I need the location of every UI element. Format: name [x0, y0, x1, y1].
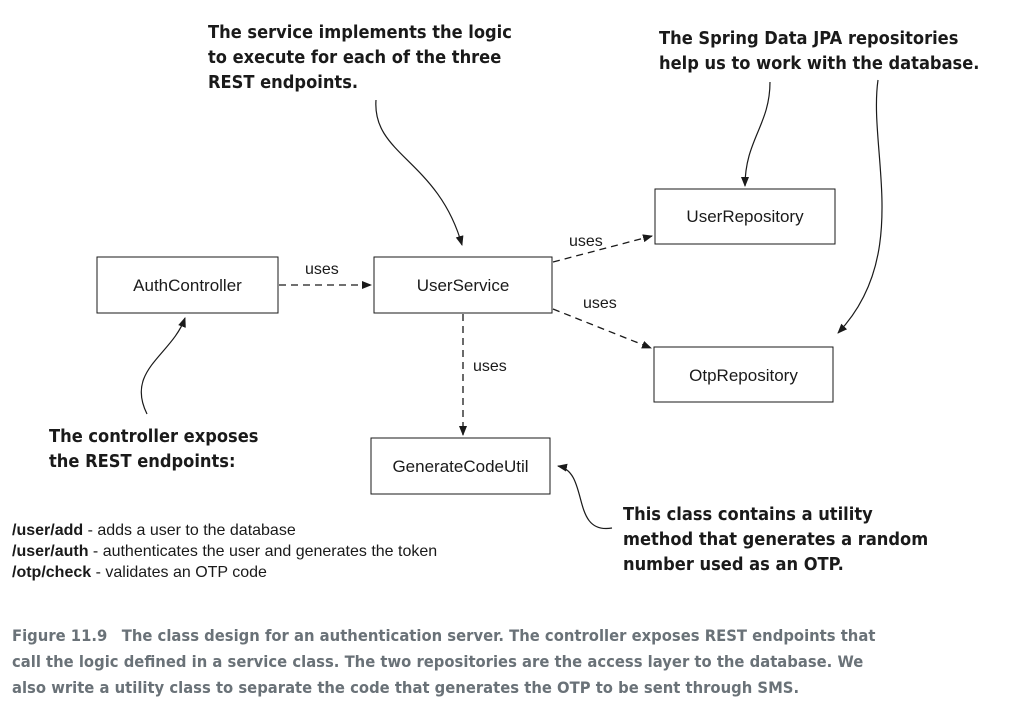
endpoint-description: - adds a user to the database — [83, 522, 296, 539]
edge-label-controller-to-service: uses — [305, 261, 339, 278]
node-user-service: UserService — [373, 256, 553, 314]
node-label-otp-repository: OtpRepository — [689, 366, 798, 385]
caption-text: The class design for an authentication s… — [121, 626, 876, 645]
node-user-repository: UserRepository — [654, 188, 836, 245]
node-label-auth-controller: AuthController — [133, 276, 242, 295]
endpoint-item: /user/auth - authenticates the user and … — [12, 541, 437, 562]
node-label-user-service: UserService — [417, 276, 510, 295]
annotation-repositories-line: help us to work with the database. — [659, 54, 980, 74]
endpoint-path: /user/auth — [12, 543, 89, 560]
caption-line: also write a utility class to separate t… — [12, 678, 800, 697]
annotation-service-line: The service implements the logic — [208, 23, 512, 43]
endpoint-description: - authenticates the user and generates t… — [88, 543, 438, 560]
edge-label-service-to-util: uses — [473, 358, 507, 375]
annotation-arrow-service — [375, 99, 464, 246]
annotation-arrow-controller — [140, 317, 186, 415]
node-generate-code-util: GenerateCodeUtil — [370, 437, 551, 495]
annotation-service-line: to execute for each of the three — [208, 48, 502, 68]
annotation-service: The service implements the logic to exec… — [208, 21, 512, 96]
endpoint-path: /user/add — [12, 522, 84, 539]
annotation-arrow-util — [557, 463, 613, 529]
annotation-controller: The controller exposes the REST endpoint… — [49, 425, 258, 475]
edge-label-service-to-otp-repo: uses — [583, 295, 617, 312]
node-label-generate-code-util: GenerateCodeUtil — [392, 457, 528, 476]
annotation-utility-line: method that generates a random — [623, 530, 929, 550]
node-otp-repository: OtpRepository — [653, 346, 834, 403]
annotation-arrow-user-repo — [741, 81, 771, 187]
annotation-utility: This class contains a utility method tha… — [623, 503, 928, 578]
endpoint-list: /user/add - adds a user to the database … — [12, 520, 437, 583]
endpoint-description: - validates an OTP code — [91, 564, 267, 581]
annotation-utility-line: This class contains a utility — [623, 505, 873, 525]
caption-line: call the logic defined in a service clas… — [12, 652, 864, 671]
figure-number: Figure 11.9 — [12, 626, 108, 645]
endpoint-item: /user/add - adds a user to the database — [12, 520, 437, 541]
node-auth-controller: AuthController — [96, 256, 279, 314]
annotation-service-line: REST endpoints. — [208, 73, 359, 93]
annotation-controller-line: the REST endpoints: — [49, 452, 236, 472]
caption-line: Figure 11.9 The class design for an auth… — [12, 623, 930, 649]
edge-service-to-user-repo — [552, 234, 653, 263]
endpoint-path: /otp/check — [12, 564, 92, 581]
edge-service-to-otp-repo — [552, 308, 652, 349]
edge-label-service-to-user-repo: uses — [569, 233, 603, 250]
endpoint-item: /otp/check - validates an OTP code — [12, 562, 437, 583]
figure-caption: Figure 11.9 The class design for an auth… — [12, 623, 1004, 701]
annotation-repositories-line: The Spring Data JPA repositories — [659, 29, 959, 49]
annotation-utility-line: number used as an OTP. — [623, 555, 844, 575]
node-label-user-repository: UserRepository — [686, 207, 804, 226]
annotation-controller-line: The controller exposes — [49, 427, 259, 447]
annotation-arrow-otp-repo — [837, 79, 883, 334]
annotation-repositories: The Spring Data JPA repositories help us… — [659, 27, 979, 77]
